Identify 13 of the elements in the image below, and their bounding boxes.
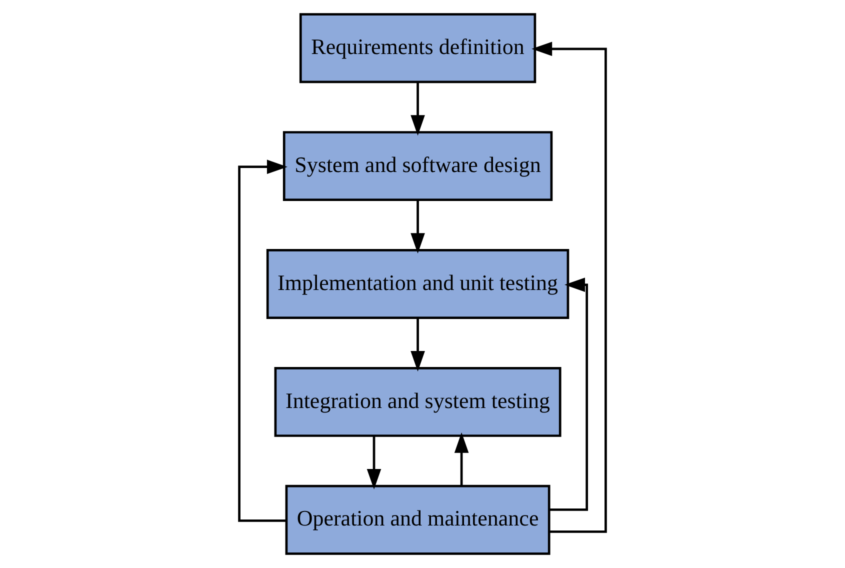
arrow [549, 278, 588, 511]
arrow [410, 82, 425, 136]
node-box: System and software design [282, 131, 553, 202]
arrow [366, 436, 382, 490]
node-box: Integration and system testing [274, 366, 562, 437]
node-box: Requirements definition [299, 13, 536, 84]
arrow [410, 200, 425, 254]
arrow [454, 432, 469, 486]
arrow [532, 42, 607, 533]
arrow [410, 318, 425, 372]
arrow [238, 160, 288, 522]
node-box: Implementation and unit testing [266, 249, 570, 319]
node-box: Operation and maintenance [285, 484, 550, 555]
